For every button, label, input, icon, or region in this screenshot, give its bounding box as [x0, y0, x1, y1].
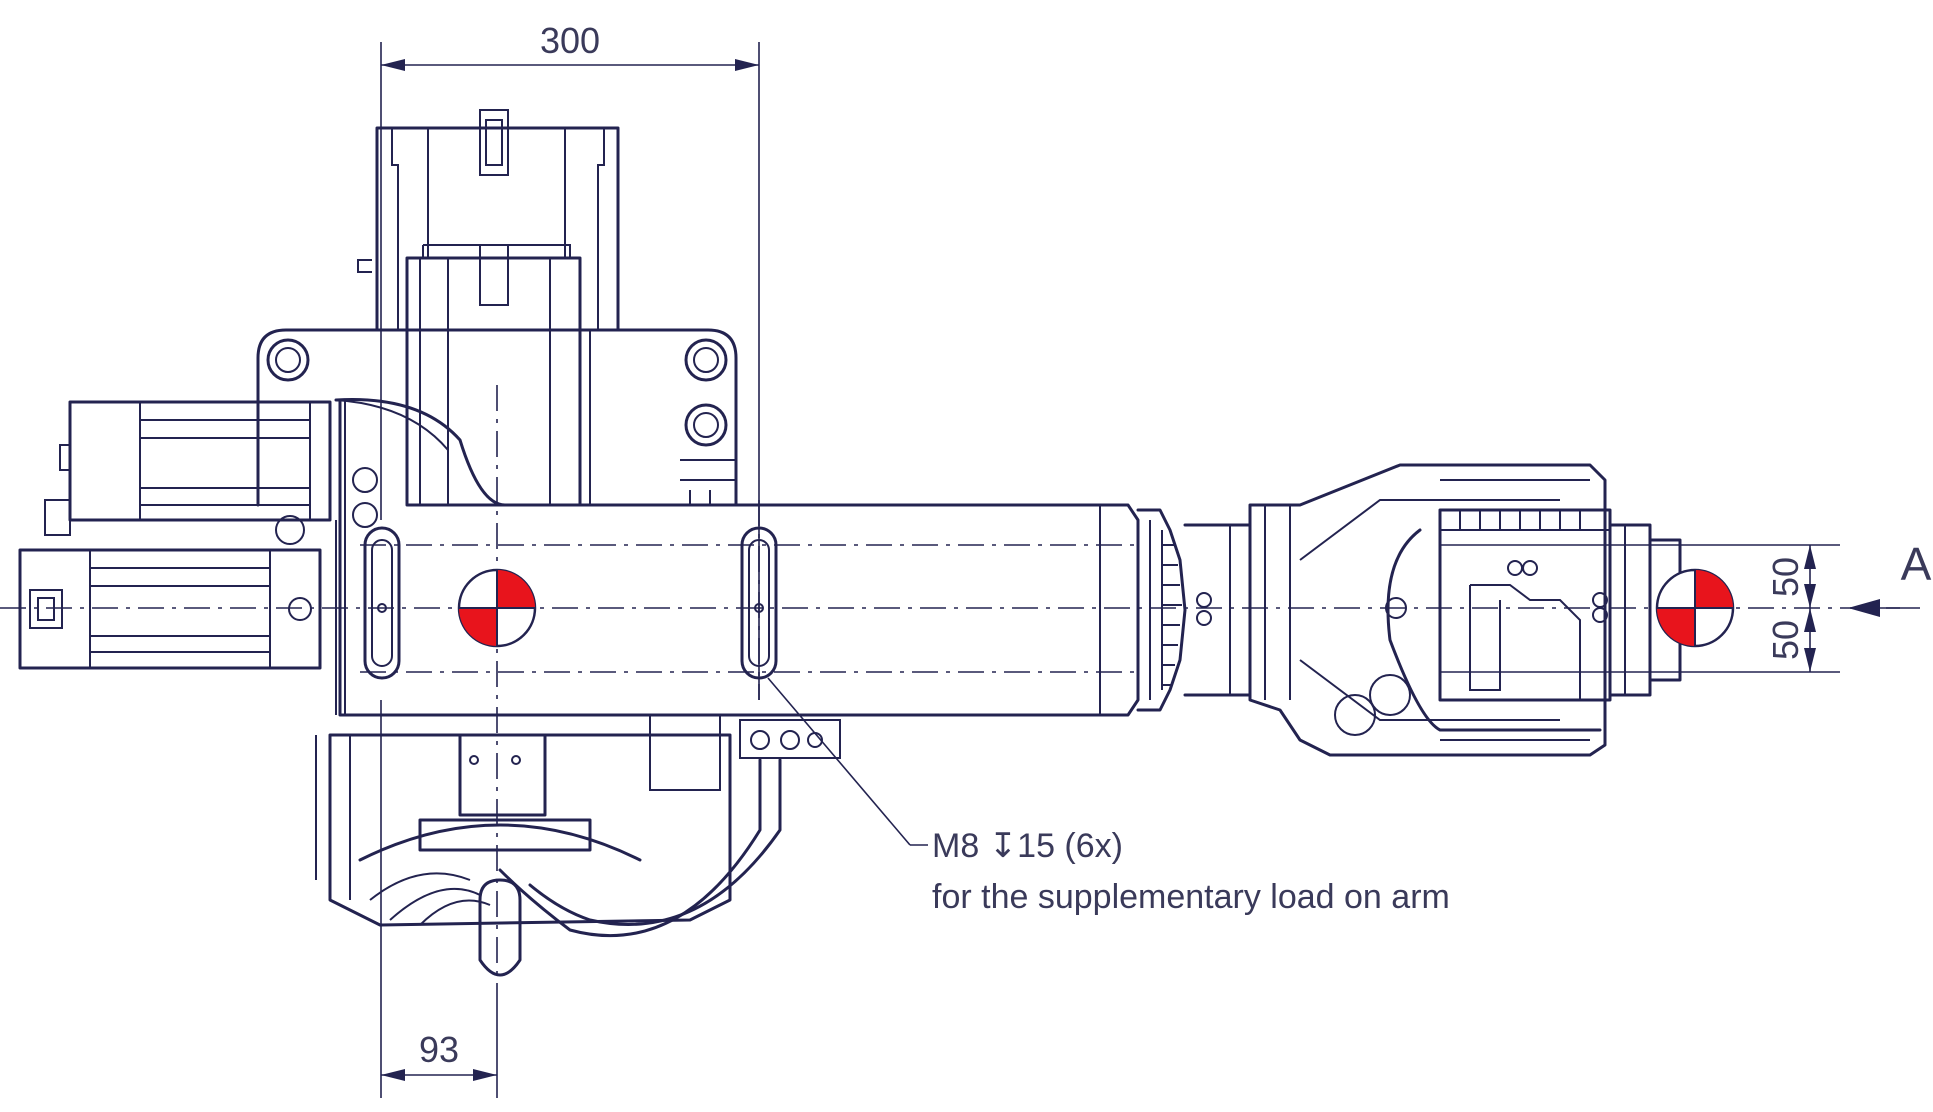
view-label: A	[1901, 538, 1932, 590]
center-of-gravity-icon-wrist	[1655, 568, 1735, 648]
dimension-50-upper-label: 50	[1765, 557, 1806, 597]
thread-note: M8 ↧15 (6x) for the supplementary load o…	[767, 677, 1450, 916]
rear-motor-lower	[18, 548, 322, 670]
dimension-93-label: 93	[419, 1029, 459, 1070]
view-direction-arrow-icon: A	[1848, 538, 1932, 617]
dimension-93: 93	[380, 700, 498, 1098]
dimension-50-stack: 50 50	[1765, 545, 1816, 672]
thread-purpose-label: for the supplementary load on arm	[932, 878, 1450, 916]
rear-motor-upper	[44, 400, 332, 536]
arm-tube	[275, 398, 1140, 717]
dimension-50-lower-label: 50	[1765, 620, 1806, 660]
shoulder-casting	[256, 328, 738, 507]
mounting-slot-left	[363, 526, 401, 680]
thread-spec-label: M8 ↧15 (6x)	[932, 827, 1123, 865]
dimension-300-label: 300	[540, 20, 600, 61]
base-turret	[315, 715, 841, 977]
wrist-flange	[1438, 508, 1682, 702]
wrist-gear-ring	[1136, 508, 1252, 712]
dimension-300: 300	[380, 20, 760, 700]
wrist-fork	[1248, 463, 1607, 757]
center-of-gravity-icon	[457, 568, 537, 648]
upper-housing	[357, 109, 620, 507]
